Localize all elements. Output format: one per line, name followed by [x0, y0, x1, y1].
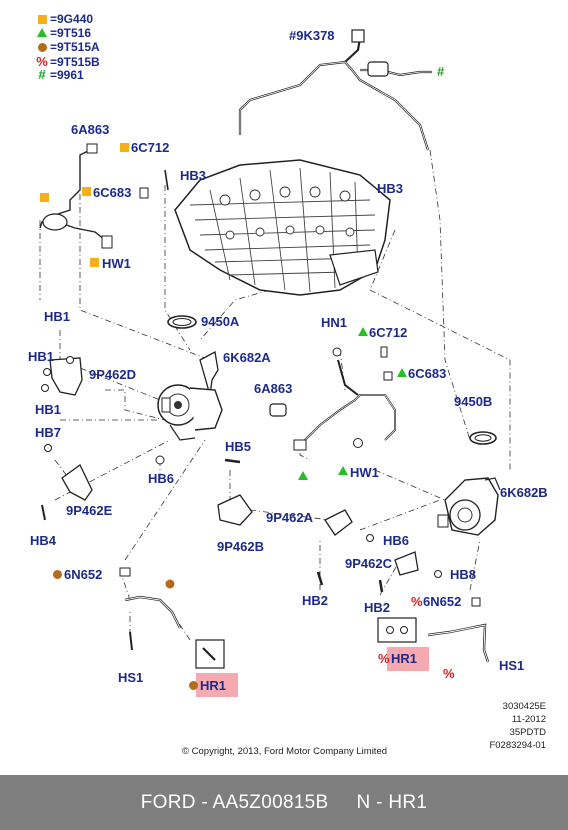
kit-box-left: [195, 639, 225, 669]
hose-tee: [367, 61, 389, 77]
callout-hb1-a: HB1: [44, 309, 71, 324]
callout-6a863-left: 6A863: [71, 122, 110, 137]
square-icon: [37, 15, 47, 24]
square-icon: [120, 143, 129, 152]
legend-row: %=9T515B: [36, 54, 100, 69]
callout-hs1-left: HS1: [118, 670, 144, 685]
callout-hw1-left: HW1: [102, 256, 131, 271]
bracket-9p462e: [61, 464, 93, 501]
right-oil-line: [299, 359, 396, 446]
copyright-text: © Copyright, 2013, Ford Motor Company Li…: [182, 746, 388, 757]
hash-icon: #: [38, 67, 46, 82]
triangle-icon: [397, 368, 407, 377]
callout-hb6-left: HB6: [148, 471, 175, 486]
callout-9450a: 9450A: [201, 314, 240, 329]
dot-icon: [189, 681, 198, 690]
footer-part-number: FORD - AA5Z00815B: [140, 791, 329, 813]
callout-hn1: HN1: [321, 315, 348, 330]
callout-9p462b: 9P462B: [217, 539, 264, 554]
callout-hb5: HB5: [225, 439, 252, 454]
percent-icon: %: [411, 594, 423, 609]
callout-hb2-a: HB2: [302, 593, 329, 608]
percent-icon: %: [443, 666, 455, 681]
bracket-9p462b: [217, 494, 253, 526]
triangle-icon: [338, 466, 348, 475]
callout-9450b: 9450B: [454, 394, 493, 409]
bracket-9p462c: [394, 551, 419, 576]
callout-6c683-left: 6C683: [93, 185, 132, 200]
highlight-hr1-left: [196, 673, 238, 697]
callout-9p462c: 9P462C: [345, 556, 392, 571]
legend-row: #=9961: [36, 67, 83, 82]
highlight-hr1-right: [387, 647, 429, 671]
callout-6k682b: 6K682B: [500, 485, 548, 500]
square-icon: [90, 258, 99, 267]
triangle-icon: [358, 327, 368, 336]
meta-line: 3030425E: [502, 701, 546, 712]
exploded-parts-diagram: [39, 29, 511, 669]
callout-hb1-c: HB1: [35, 402, 62, 417]
legend-row: =9T515A: [36, 41, 100, 54]
callout-9p462d: 9P462D: [89, 367, 136, 382]
callout-6k682a: 6K682A: [223, 350, 271, 365]
square-marker: [40, 193, 49, 202]
triangle-marker: [298, 471, 308, 480]
hose-connector: [351, 29, 365, 43]
legend-row: =9G440: [36, 13, 93, 26]
percent-icon: %: [378, 651, 390, 666]
callout-6n652-right: 6N652: [423, 594, 462, 609]
callout-9p462a: 9P462A: [266, 510, 313, 525]
engine-block: [174, 159, 391, 296]
callout-hash-right: #: [437, 64, 445, 79]
callout-hb2-b: HB2: [364, 600, 391, 615]
callout-hb4: HB4: [30, 533, 57, 548]
dot-icon: [53, 570, 62, 579]
callout-hw1-right: HW1: [350, 465, 379, 480]
callout-6a863-right: 6A863: [254, 381, 293, 396]
callout-hb8: HB8: [450, 567, 477, 582]
callout-hb3-left: HB3: [180, 168, 207, 183]
dot-marker: [165, 579, 175, 589]
callout-hb6-right: HB6: [383, 533, 410, 548]
callout-6n652-left: 6N652: [64, 567, 103, 582]
gasket-9450a: [167, 315, 197, 329]
bracket-9p462d: [49, 357, 83, 396]
meta-line: 35PDTD: [509, 727, 546, 738]
callout-hr1-right: HR1: [391, 651, 418, 666]
callout-hb1-b: HB1: [28, 349, 55, 364]
meta-line: 11-2012: [511, 714, 546, 725]
triangle-icon: [37, 28, 47, 37]
callout-9k378: #9K378: [289, 28, 335, 43]
dot-icon: [37, 43, 47, 52]
callout-9p462e: 9P462E: [66, 503, 113, 518]
callout-hb7: HB7: [35, 425, 62, 440]
kit-box-right: [377, 617, 417, 643]
gasket-9450b: [469, 431, 497, 445]
meta-line: F0283294-01: [489, 740, 546, 751]
percent-icon: %: [36, 54, 48, 69]
leader-lines: [39, 149, 511, 641]
callout-hs1-right: HS1: [499, 658, 525, 673]
callout-6c712-left: 6C712: [131, 140, 170, 155]
square-icon: [82, 187, 91, 196]
legend-row: =9T516: [36, 27, 91, 40]
bracket-9p462a: [324, 509, 353, 536]
turbocharger-6k682a: [157, 351, 223, 441]
callout-hr1-left: HR1: [200, 678, 227, 693]
callout-hb3-right: HB3: [377, 181, 404, 196]
callout-6c712-right: 6C712: [369, 325, 408, 340]
footer-bar: FORD - AA5Z00815B N - HR1: [0, 775, 568, 830]
footer-reference: N - HR1: [356, 791, 428, 813]
turbocharger-6k682b: [437, 477, 501, 536]
callout-6c683-right: 6C683: [408, 366, 447, 381]
